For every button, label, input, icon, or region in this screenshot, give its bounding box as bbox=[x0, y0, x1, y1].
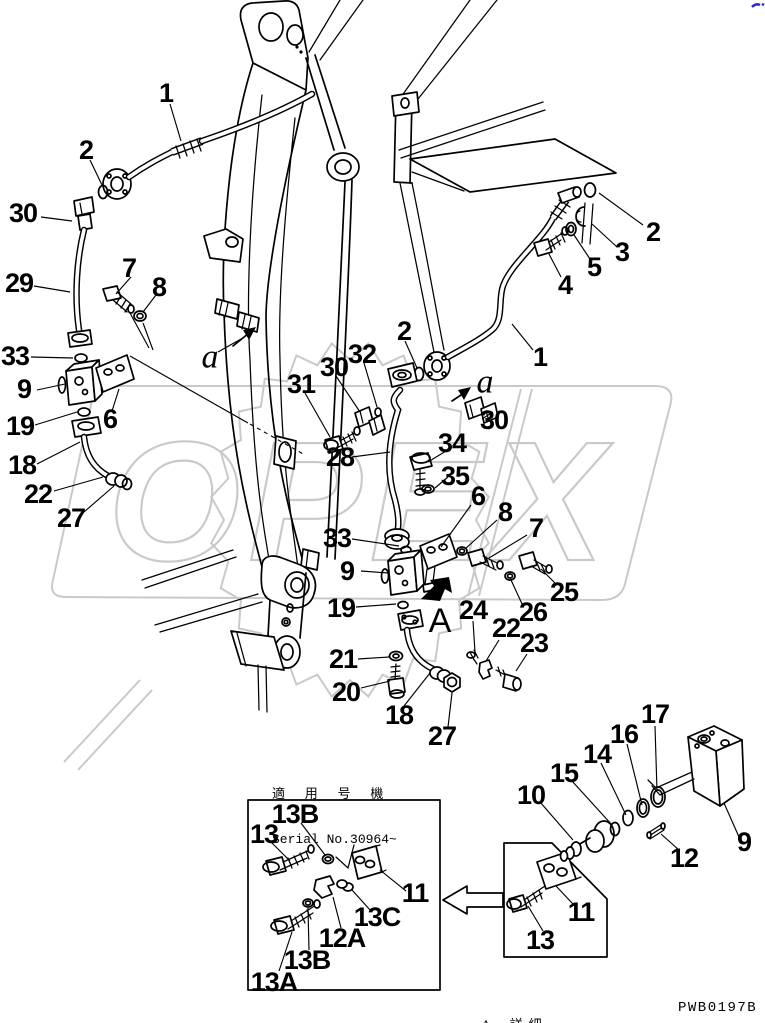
detail-a-caption: A 詳細 Detail A bbox=[482, 988, 548, 1023]
watermark-slash bbox=[63, 388, 533, 771]
callout-31: 31 bbox=[287, 369, 316, 399]
callout-11: 11 bbox=[568, 897, 596, 927]
callout-13: 13 bbox=[250, 819, 279, 849]
callout-30: 30 bbox=[320, 352, 348, 382]
arm-top-clevis bbox=[239, 0, 309, 91]
drawing-number: PWB0197B bbox=[678, 1000, 758, 1016]
detail-box-left-border bbox=[247, 799, 441, 991]
callout-9: 9 bbox=[737, 827, 752, 857]
view-marker-a: a bbox=[477, 364, 494, 401]
callout-27: 27 bbox=[57, 503, 85, 533]
detail-pointer-arrow bbox=[442, 885, 504, 915]
callout-29: 29 bbox=[5, 268, 34, 298]
callout-14: 14 bbox=[583, 739, 612, 769]
callout-17: 17 bbox=[641, 699, 669, 729]
callout-7: 7 bbox=[529, 513, 543, 543]
callout-35: 35 bbox=[441, 461, 470, 491]
callout-9: 9 bbox=[340, 556, 355, 586]
leader-lines bbox=[30, 103, 740, 972]
callout-13A: 13A bbox=[251, 967, 298, 997]
callout-25: 25 bbox=[550, 577, 579, 607]
callout-13B: 13B bbox=[284, 945, 331, 975]
hose-1-right bbox=[413, 182, 597, 382]
serial-applicability-note: 適 用 号 機 Serial No.30964~ bbox=[272, 757, 397, 877]
callout-1: 1 bbox=[533, 342, 548, 372]
callout-4: 4 bbox=[558, 270, 573, 300]
callout-28: 28 bbox=[326, 442, 355, 472]
callout-26: 26 bbox=[519, 597, 548, 627]
callout-9: 9 bbox=[17, 374, 32, 404]
callout-20: 20 bbox=[332, 677, 360, 707]
serial-note-japanese: 適 用 号 機 bbox=[272, 787, 390, 802]
hose-1-left bbox=[97, 90, 316, 200]
callout-24: 24 bbox=[459, 595, 488, 625]
callout-22: 22 bbox=[492, 613, 520, 643]
callout-10: 10 bbox=[517, 780, 545, 810]
callout-1: 1 bbox=[159, 78, 174, 108]
callout-33: 33 bbox=[1, 341, 30, 371]
callout-33: 33 bbox=[323, 523, 352, 553]
callout-19: 19 bbox=[6, 411, 35, 441]
callout-2: 2 bbox=[646, 217, 660, 247]
callout-32: 32 bbox=[348, 339, 376, 369]
excavator-arm-structure bbox=[141, 0, 617, 713]
callout-8: 8 bbox=[152, 272, 167, 302]
callout-30: 30 bbox=[9, 198, 37, 228]
mount-plate-outline bbox=[409, 138, 617, 193]
callout-18: 18 bbox=[385, 700, 414, 730]
callout-6: 6 bbox=[103, 404, 118, 434]
callout-23: 23 bbox=[520, 628, 549, 658]
opex-watermark: OPEX bbox=[50, 341, 673, 771]
callout-12: 12 bbox=[670, 843, 698, 873]
view-A-arrow bbox=[421, 577, 452, 601]
callout-8: 8 bbox=[498, 497, 513, 527]
callout-7: 7 bbox=[122, 253, 136, 283]
callout-30: 30 bbox=[480, 405, 508, 435]
callout-34: 34 bbox=[438, 428, 467, 458]
watermark-text: OPEX bbox=[108, 407, 613, 597]
detail-caption-japanese: A 詳細 bbox=[482, 1018, 548, 1023]
callout-16: 16 bbox=[610, 719, 639, 749]
callout-15: 15 bbox=[550, 758, 579, 788]
callout-22: 22 bbox=[24, 479, 52, 509]
callout-12A: 12A bbox=[319, 923, 366, 953]
view-marker-A: A bbox=[429, 602, 452, 640]
callout-13: 13 bbox=[526, 925, 555, 955]
view-marker-a: a bbox=[202, 339, 219, 376]
callout-2: 2 bbox=[79, 135, 93, 165]
corner-annotation-mark bbox=[751, 2, 765, 8]
callout-18: 18 bbox=[8, 450, 37, 480]
callout-21: 21 bbox=[329, 644, 358, 674]
callout-2: 2 bbox=[397, 316, 411, 346]
callout-11: 11 bbox=[402, 878, 430, 908]
callout-5: 5 bbox=[587, 252, 602, 282]
callout-19: 19 bbox=[327, 593, 356, 623]
callout-13C: 13C bbox=[354, 902, 401, 932]
callout-3: 3 bbox=[615, 237, 630, 267]
detail-box-right-border bbox=[503, 842, 608, 958]
center-pipe-28-group bbox=[323, 362, 553, 699]
left-pipe-group bbox=[57, 196, 154, 491]
serial-note-english: Serial No.30964~ bbox=[272, 832, 397, 847]
callout-13B: 13B bbox=[272, 799, 319, 829]
detail-box-right bbox=[503, 725, 745, 958]
callout-27: 27 bbox=[428, 721, 456, 751]
callout-6: 6 bbox=[471, 481, 486, 511]
detail-box-left bbox=[247, 799, 441, 991]
